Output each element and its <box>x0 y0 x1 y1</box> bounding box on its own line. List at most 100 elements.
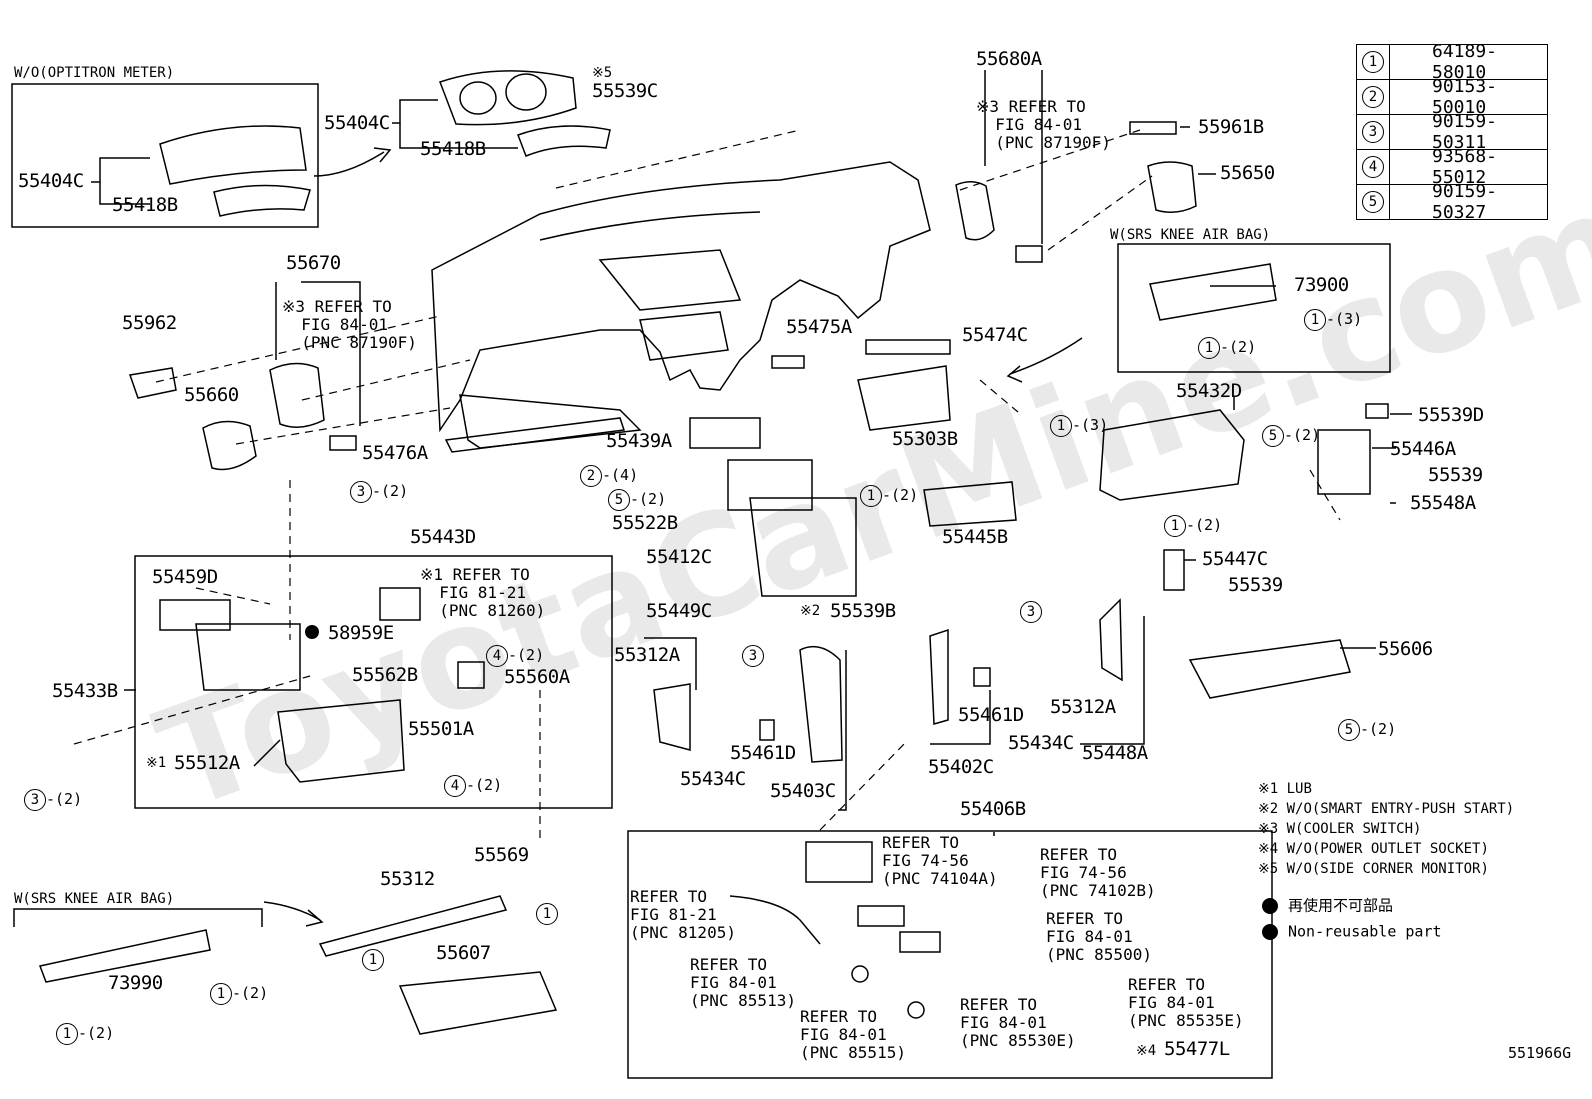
knee-airbag-left-title: W(SRS KNEE AIR BAG) <box>14 891 175 907</box>
part-note-55539c: ※5 <box>592 65 613 81</box>
callout-3-center: 3 <box>742 644 764 667</box>
part-label-55562b: 55562B <box>352 664 418 686</box>
note-line: ※1 LUB <box>1258 781 1312 797</box>
cluster-housing-top <box>439 70 577 126</box>
callout-1-2-knee: 1-(2) <box>1198 336 1256 359</box>
part-label-55312: 55312 <box>380 868 435 890</box>
part-note-55512a: ※1 <box>146 755 167 771</box>
note-line: ※3 W(COOLER SWITCH) <box>1258 821 1422 837</box>
part-label-55459d: 55459D <box>152 566 218 588</box>
part-label-55447c: 55447C <box>1202 548 1268 570</box>
part-label-55680a: 55680A <box>976 48 1042 70</box>
note-line: ※2 W/O(SMART ENTRY-PUSH START) <box>1258 801 1515 817</box>
part-label-55606: 55606 <box>1378 638 1433 660</box>
callout-1-3-center: 1-(3) <box>1050 414 1108 437</box>
callout-3-2-lower: 3-(2) <box>24 788 82 811</box>
callout-1-bar-right: 1 <box>536 902 558 925</box>
callout-1-2-knee-left-a: 1-(2) <box>210 982 268 1005</box>
part-label-55477l: 55477L <box>1164 1038 1230 1060</box>
part-label-55404c: 55404C <box>324 112 390 134</box>
part-label-55434c-left: 55434C <box>680 768 746 790</box>
part-label-55539b: 55539B <box>830 600 896 622</box>
callout-3-right: 3 <box>1020 600 1042 623</box>
part-label-55312a-right: 55312A <box>1050 696 1116 718</box>
knee-airbag-box <box>1117 243 1391 373</box>
inset-optitron-title: W/O(OPTITRON METER) <box>14 65 175 81</box>
part-label-55402c: 55402C <box>928 756 994 778</box>
non-reusable-dot-icon <box>1262 924 1278 940</box>
part-label-55539-b: 55539 <box>1228 574 1283 596</box>
table-row: 4 93568-55012 <box>1357 146 1547 188</box>
callout-1-3-knee: 1-(3) <box>1304 308 1362 331</box>
table-key: 1 <box>1362 51 1384 73</box>
part-label-55404c-inset: 55404C <box>18 170 84 192</box>
part-label-55474c: 55474C <box>962 324 1028 346</box>
part-label-73990: 73990 <box>108 972 163 994</box>
part-label-55560a: 55560A <box>504 666 570 688</box>
table-key: 3 <box>1362 121 1384 143</box>
part-label-55569: 55569 <box>474 844 529 866</box>
part-label-55449c: 55449C <box>646 600 712 622</box>
part-label-55548a: 55548A <box>1410 492 1476 514</box>
note-line: ※5 W/O(SIDE CORNER MONITOR) <box>1258 861 1489 877</box>
part-label-55303b: 55303B <box>892 428 958 450</box>
callout-1-2-right: 1-(2) <box>1164 514 1222 537</box>
table-part-number: 90153-50010 <box>1432 76 1498 118</box>
part-label-55476a: 55476A <box>362 442 428 464</box>
callout-4-2-lower: 4-(2) <box>444 774 502 797</box>
part-label-58959e: 58959E <box>328 622 394 644</box>
callout-1-bar-left: 1 <box>362 948 384 971</box>
table-row: 2 90153-50010 <box>1357 76 1547 118</box>
fastener-part-number-table: 1 64189-58010 2 90153-50010 3 90159-5031… <box>1356 41 1548 223</box>
refer-note-85530e: REFER TO FIG 84-01 (PNC 85530E) <box>960 995 1076 1050</box>
callout-5-2-center: 5-(2) <box>608 488 666 511</box>
refer-note-glovebox: ※1 REFER TO FIG 81-21 (PNC 81260) <box>420 565 546 620</box>
knee-airbag-box-title: W(SRS KNEE AIR BAG) <box>1110 227 1271 243</box>
table-part-number: 64189-58010 <box>1432 41 1498 83</box>
part-note-55539b: ※2 <box>800 603 821 619</box>
part-label-55512a: 55512A <box>174 752 240 774</box>
callout-1-2-center: 1-(2) <box>860 484 918 507</box>
non-reusable-dot-icon <box>1262 898 1278 914</box>
table-row: 5 90159-50327 <box>1357 181 1547 223</box>
part-label-55475a: 55475A <box>786 316 852 338</box>
refer-note-85500: REFER TO FIG 84-01 (PNC 85500) <box>1046 909 1152 964</box>
refer-note-85535e: REFER TO FIG 84-01 (PNC 85535E) <box>1128 975 1244 1030</box>
callout-5-2-right: 5-(2) <box>1262 424 1320 447</box>
note-line: ※4 W/O(POWER OUTLET SOCKET) <box>1258 841 1489 857</box>
callout-2-4: 2-(4) <box>580 464 638 487</box>
part-label-55670: 55670 <box>286 252 341 274</box>
part-label-55539d: 55539D <box>1418 404 1484 426</box>
table-key: 2 <box>1362 86 1384 108</box>
part-label-55448a: 55448A <box>1082 742 1148 764</box>
refer-note-74104a: REFER TO FIG 74-56 (PNC 74104A) <box>882 833 998 888</box>
refer-note-55680a: ※3 REFER TO FIG 84-01 (PNC 87190F) <box>976 97 1111 152</box>
part-label-55660: 55660 <box>184 384 239 406</box>
callout-5-2-lower: 5-(2) <box>1338 718 1396 741</box>
part-label-55443d: 55443D <box>410 526 476 548</box>
part-label-55433b: 55433B <box>52 680 118 702</box>
part-label-55962: 55962 <box>122 312 177 334</box>
part-label-55607: 55607 <box>436 942 491 964</box>
refer-note-85515: REFER TO FIG 84-01 (PNC 85515) <box>800 1007 906 1062</box>
refer-note-81205: REFER TO FIG 81-21 (PNC 81205) <box>630 887 736 942</box>
part-label-55434c-right: 55434C <box>1008 732 1074 754</box>
part-label-55312a-left: 55312A <box>614 644 680 666</box>
callout-1-2-knee-left-b: 1-(2) <box>56 1022 114 1045</box>
refer-note-74102b: REFER TO FIG 74-56 (PNC 74102B) <box>1040 845 1156 900</box>
part-label-55446a: 55446A <box>1390 438 1456 460</box>
legend-jp: 再使用不可部品 <box>1262 898 1393 914</box>
part-label-55412c: 55412C <box>646 546 712 568</box>
table-row: 1 64189-58010 <box>1357 41 1547 83</box>
part-label-55403c: 55403C <box>770 780 836 802</box>
part-label-73900: 73900 <box>1294 274 1349 296</box>
table-part-number: 90159-50327 <box>1432 181 1498 223</box>
part-label-55650: 55650 <box>1220 162 1275 184</box>
table-row: 3 90159-50311 <box>1357 111 1547 153</box>
part-label-55439a: 55439A <box>606 430 672 452</box>
callout-3-2-upper: 3-(2) <box>350 480 408 503</box>
table-part-number: 90159-50311 <box>1432 111 1498 153</box>
part-label-55432d: 55432D <box>1176 380 1242 402</box>
part-label-55418b-inset: 55418B <box>112 194 178 216</box>
